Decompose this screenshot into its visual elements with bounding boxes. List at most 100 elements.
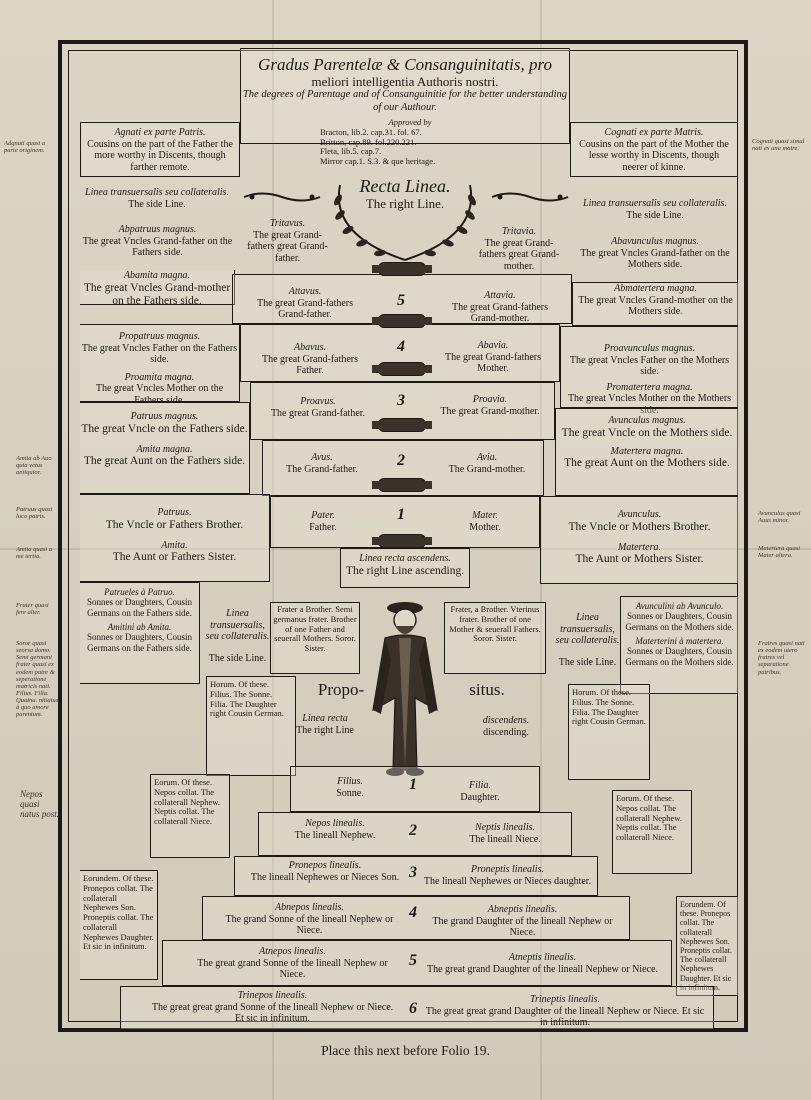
propositus-left: Propo- [317,680,365,699]
descending-degree-number: 1 [409,776,417,793]
outer-border [58,40,748,1032]
propositus-desc-latin: discendens. [482,715,530,726]
inner-border [68,50,738,1022]
frater-right-text: Frater, a Brother. Vterinus frater. Brot… [449,604,541,644]
left-side-line-latin: Linea transuersalis seu collateralis. [85,187,229,198]
discendens: discendens. discending. [466,715,546,738]
ornament-icon [491,192,569,202]
amitini-latin: Amitini ab Amita. [107,622,172,633]
desc-right-6: Trineptis linealis.The great great grand… [425,994,705,1029]
amita-eng: The Aunt or Fathers Sister. [112,551,237,564]
desc-step-5 [162,940,672,986]
right-transversal-eng: The side Line. [558,656,617,668]
avunculini-eng: Sonnes or Daughters, Cousin Germans on t… [625,611,734,632]
desc-right-latin: Atneptis linealis. [508,952,577,963]
frater-left-text: Frater a Brother. Semi germanus frater. … [273,604,357,654]
eorum-right-box: Eorum. Of these. Nepos collat. The colla… [612,790,692,874]
abmatertera-eng: The great Vncles Grand-mother on the Mot… [578,294,733,318]
left-transversal-latin: Linea transuersalis, seu collateralis. [205,608,270,642]
promatertera-latin: Promatertera magna. [606,381,693,393]
propositus-desc-eng: discending. [483,726,529,738]
pater: Pater. Father. [288,510,358,533]
desc-left-3: Pronepos linealis.The lineall Nephewes o… [250,860,400,883]
approved-by: Approved by Bracton, lib.2. cap.31. fol.… [320,117,500,167]
eorundem-right-text: Eorundem. Of these. Pronepos collat. The… [680,900,732,992]
eorum-right-text: Eorum. Of these. Nepos collat. The colla… [616,793,682,843]
eorundem-left-text: Eorundem. Of these. Pronepos collat. The… [83,873,154,952]
desc-left-1: Filius.Sonne. [300,776,400,799]
eorum-left-box: Eorum. Of these. Nepos collat. The colla… [150,774,230,858]
ascendens-latin: Linea recta ascendens. [359,553,451,564]
footer-note: Place this next before Folio 19. [321,1043,490,1058]
ascending-degree-number: 1 [397,506,405,523]
margin-note: Nepos quasi natus post. [20,789,60,819]
desc-right-5: Atneptis linealis.The great grand Daught… [425,952,660,975]
patruus-magnus-latin: Patruus magnus. [130,411,199,422]
title-box: Gradus Parentelæ & Consanguinitatis, pro… [240,48,570,144]
desc-right-latin: Proneptis linealis. [471,864,544,875]
matertera-latin: Matertera. [617,541,662,553]
eorum-left-text: Eorum. Of these. Nepos collat. The colla… [154,777,220,827]
desc-step-4 [202,896,630,940]
amitini-eng: Sonnes or Daughters, Cousin Germans on t… [87,632,192,653]
abavus: Abavus. The great Grand-fathers Father. [255,342,365,377]
patrueles-latin: Patrueles à Patruo. [104,587,175,597]
margin-note: Amita quasi a me tertia. [16,546,53,561]
propatruus-box: Propatruus magnus. The great Vncles Fath… [80,324,240,406]
left-side-line-eng: The side Line. [128,198,186,210]
fold-line [540,0,542,1100]
frater-left-box: Frater a Brother. Semi germanus frater. … [270,602,360,674]
abpatruus: Abpatruus magnus. The great Vncles Grand… [80,224,235,259]
agnati-eng: Cousins on the part of the Father the mo… [87,138,233,173]
amita-magna-latin: Amita magna. [136,443,193,455]
abavunculus: Abavunculus magnus. The great Vncles Gra… [575,236,735,271]
patrueles-box: Patrueles à Patruo. Sonnes or Daughters,… [80,582,200,684]
proavia: Proavia. The great Grand-mother. [440,394,540,417]
approved-line: Mirror cap.1. S.3. & que heritage. [320,156,436,167]
propositus-figure-icon [372,602,438,776]
patruus-box: Patruus. The Vncle or Fathers Brother. A… [80,494,270,582]
ascending-degree-number: 3 [397,392,405,409]
avus: Avus. The Grand-father. [272,452,372,475]
laurel-wreath-icon [334,184,476,261]
avunculini-box: Avunculini ab Avunculo. Sonnes or Daught… [620,596,738,694]
margin-note: Patruus quasi loco patris. [16,506,53,521]
desc-right-3: Proneptis linealis.The lineall Nephewes … [420,864,595,887]
margin-note: Fratres quasi nati ex eodem utero fratre… [758,640,805,676]
avunculini-latin: Avunculini ab Avunculo. [635,601,724,611]
desc-left-latin: Atnepos linealis. [259,946,326,957]
desc-step-3 [234,856,598,896]
matertera-magna-eng: The great Aunt on the Mothers side. [564,457,730,470]
ascendens-box: Linea recta ascendens. The right Line as… [340,548,470,588]
tritavia: Tritavia. The great Grand-fathers great … [478,226,560,272]
right-side-line-latin: Linea transuersalis seu collateralis. [583,198,727,209]
proavia-latin: Proavia. [472,394,508,405]
horum-right-text: Horum. Of these. Filius. The Sonne. Fili… [572,687,646,727]
agnati-box: Agnati ex parte Patris. Cousins on the p… [80,122,240,177]
fold-line [0,548,811,550]
left-side-line: Linea transuersalis seu collateralis. Th… [82,187,232,210]
cognati-eng: Cousins on the part of the Mother the le… [579,138,729,173]
ascending-degree-number: 5 [397,292,405,309]
right-transversal-latin: Linea transuersalis, seu collateralis. [555,612,620,646]
avunculus-latin: Avunculus. [617,509,662,520]
right-side-line-eng: The side Line. [626,209,684,221]
desc-right-eng: The lineall Nephewes or Nieces daughter. [423,875,592,887]
descending-degree-number: 4 [409,904,417,921]
desc-right-latin: Filia. [469,780,491,791]
cognati-latin: Cognati ex parte Matris. [604,127,704,138]
handshake-icon [372,314,432,328]
right-side-line: Linea transuersalis seu collateralis. Th… [575,198,735,221]
fold-line [272,0,274,1100]
recta-linea: Recta Linea. The right Line. [330,176,480,212]
materterini-eng: Sonnes or Daughters, Cousin Germans on t… [625,646,734,667]
desc-step-6 [120,986,714,1030]
approved-heading: Approved by [388,117,432,127]
tritavus-latin: Tritavus. [269,218,306,229]
atavia: Attavia. The great Grand-fathers Grand-m… [440,290,560,325]
cognati-box: Cognati ex parte Matris. Cousins on the … [570,122,738,177]
abpatruus-latin: Abpatruus magnus. [118,224,197,235]
recta-line-desc: Linea recta The right Line [285,713,365,736]
handshake-icon [372,478,432,492]
promatertera-eng: The great Vncles Mother on the Mothers s… [567,393,732,416]
